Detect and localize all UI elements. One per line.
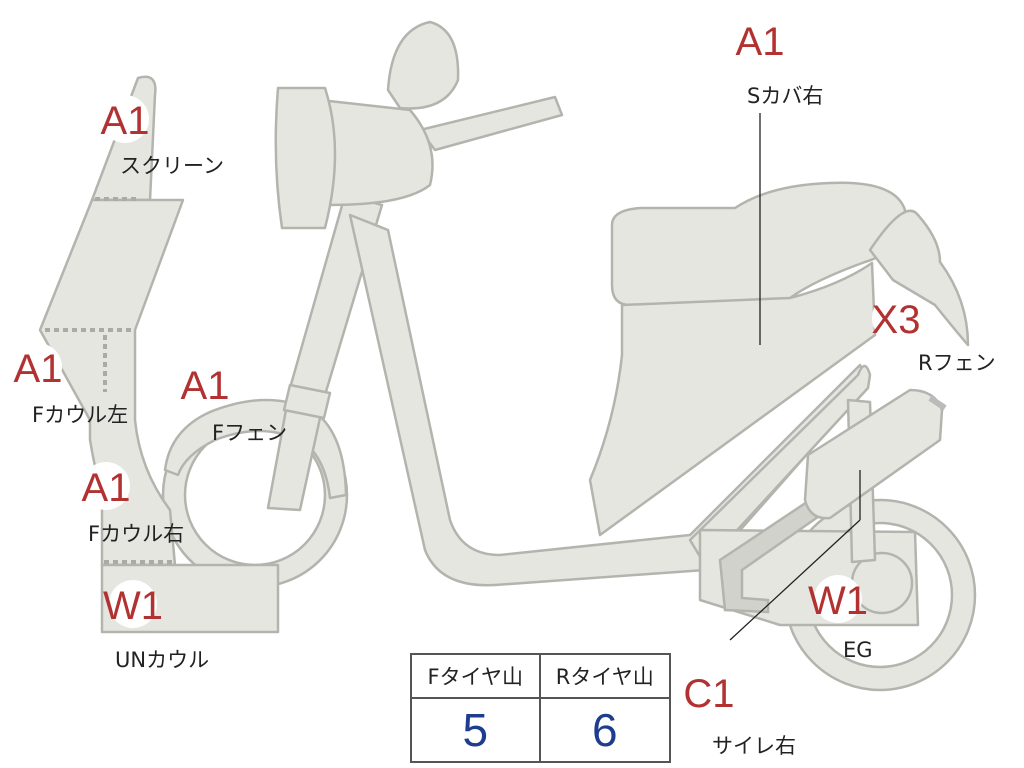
headlight-housing — [316, 98, 434, 207]
grade-code: W1 — [103, 584, 163, 628]
rear-tire-header: Rタイヤ山 — [540, 655, 669, 699]
part-name: Sカバ右 — [747, 84, 823, 108]
part-name: Fカウル左 — [32, 403, 128, 427]
handlebar — [418, 95, 564, 152]
grade-code: A1 — [101, 99, 150, 143]
grade-code: A1 — [736, 20, 785, 64]
grade-code: W1 — [808, 579, 868, 623]
part-name: Fフェン — [212, 421, 287, 445]
label-side-cover-right: A1 Sカバ右 — [736, 16, 823, 108]
label-under-cowl: W1 UNカウル — [103, 580, 209, 672]
fork-collar — [282, 383, 332, 420]
side-cover-part — [588, 261, 877, 537]
label-front-cowl-left: A1 Fカウル左 — [14, 343, 128, 427]
tire-tread-table: Fタイヤ山 Rタイヤ山 5 6 — [410, 653, 671, 763]
rear-tail — [868, 209, 970, 347]
part-name: Rフェン — [918, 351, 996, 375]
grade-code: A1 — [82, 466, 131, 510]
grade-code: C1 — [683, 672, 734, 716]
grade-code: A1 — [14, 347, 63, 391]
part-name: UNカウル — [115, 648, 209, 672]
rear-tire-value: 6 — [591, 704, 618, 756]
label-rear-fender: X3 Rフェン — [872, 294, 996, 375]
label-screen: A1 スクリーン — [101, 95, 224, 178]
part-name: スクリーン — [120, 154, 224, 178]
label-front-cowl-right: A1 Fカウル右 — [82, 462, 184, 546]
muffler-part — [803, 388, 944, 520]
muffler-stub — [928, 395, 947, 411]
front-tire-header: Fタイヤ山 — [412, 655, 541, 699]
leader-engine-2 — [729, 519, 861, 641]
floor-bar — [688, 364, 872, 567]
grade-code: A1 — [181, 364, 230, 408]
mirror — [386, 20, 460, 110]
headlight-lens — [274, 86, 337, 230]
front-cowl-part — [38, 198, 185, 567]
part-name: EG — [843, 638, 873, 662]
front-tire-value: 5 — [412, 699, 541, 761]
grade-code: X3 — [872, 298, 921, 342]
label-muffler-right: C1 サイレ右 — [683, 668, 796, 758]
part-name: サイレ右 — [712, 734, 796, 758]
label-engine: W1 EG — [808, 575, 873, 662]
label-front-fender: A1 Fフェン — [181, 360, 287, 445]
part-name: Fカウル右 — [88, 522, 184, 546]
